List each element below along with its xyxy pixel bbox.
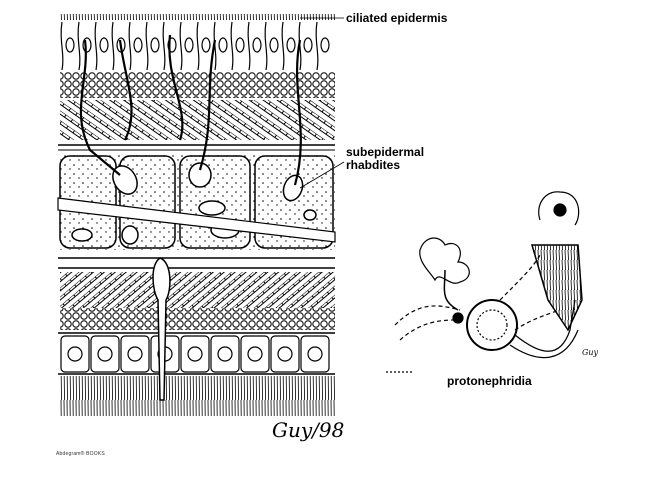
diagonal-band — [57, 197, 336, 243]
epidermis-cell — [179, 21, 194, 71]
label-protonephridia: protonephridia — [447, 374, 532, 388]
epidermis-cell — [264, 21, 279, 71]
credit-text: Abdegram® BOOKS — [56, 451, 105, 457]
epidermis-cell — [111, 21, 126, 71]
granule-layer-2 — [60, 308, 335, 330]
gastrodermis-cell — [90, 335, 120, 373]
cilia-bottom — [60, 376, 335, 416]
muscle-layer-2 — [60, 272, 335, 308]
gastrodermis-cell — [60, 335, 90, 373]
muscle-layer-1 — [60, 100, 335, 140]
epidermis-cell — [213, 21, 228, 71]
cell-nucleus — [307, 346, 323, 362]
epidermis-cell — [94, 21, 109, 71]
gland-cell — [152, 257, 171, 401]
gastrodermis-cell — [120, 335, 150, 373]
epidermis-cell — [298, 21, 313, 71]
granule-layer-1 — [60, 72, 335, 98]
cell-nucleus — [277, 346, 293, 362]
cell-nucleus — [217, 346, 233, 362]
cilia-top — [60, 14, 335, 20]
gastrodermis-cell — [300, 335, 330, 373]
epidermis-cell — [128, 21, 143, 71]
cell-nucleus — [67, 346, 83, 362]
label-subepidermal: subepidermal — [346, 145, 425, 159]
epidermis-cell — [315, 21, 330, 71]
cell-nucleus — [247, 346, 263, 362]
gastrodermis-cell — [270, 335, 300, 373]
epidermis-cell — [60, 21, 75, 71]
epidermis-cell — [145, 21, 160, 71]
gastrodermis-cell — [180, 335, 210, 373]
epidermis-cell — [230, 21, 245, 71]
label-ciliated-epidermis: ciliated epidermis — [346, 11, 448, 25]
gastrodermis-cell — [240, 335, 270, 373]
left-tissue-section — [57, 14, 345, 416]
gastrodermis-cell — [210, 335, 240, 373]
artist-signature: Guy/98 — [272, 418, 345, 442]
cell-nucleus — [97, 346, 113, 362]
svg-text:Guy: Guy — [582, 348, 599, 357]
protonephridia-illustration: Guy — [386, 191, 599, 373]
label-rhabdites: rhabdites — [346, 158, 401, 172]
cell-nucleus — [187, 346, 203, 362]
epidermis-cell — [281, 21, 296, 71]
gastrodermis-cells — [60, 335, 330, 373]
epidermis-cell — [247, 21, 262, 71]
epidermis-cells — [60, 21, 330, 71]
rhabdite-ducts — [79, 34, 302, 186]
cell-nucleus — [127, 346, 143, 362]
epidermis-cell — [196, 21, 211, 71]
